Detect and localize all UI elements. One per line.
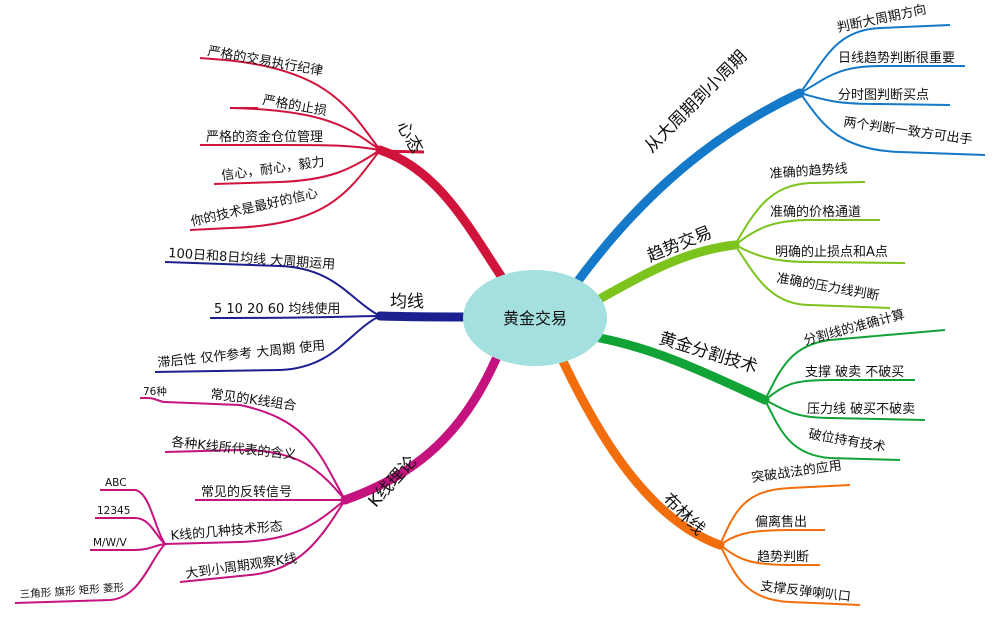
sub-leaf-label: M/W/V	[93, 537, 128, 549]
leaf-label: 准确的压力线判断	[775, 270, 880, 304]
center-bubble	[463, 270, 607, 366]
leaf-label: 滞后性 仅作参考 大周期 使用	[157, 337, 326, 371]
leaf-label: 你的技术是最好的信心	[189, 185, 319, 230]
leaf-label: 准确的趋势线	[769, 161, 848, 182]
leaf-label: 各种K线所代表的含义	[171, 434, 298, 463]
leaf-label: 支撑反弹喇叭口	[760, 579, 852, 605]
leaf-label: 两个判断一致方可出手	[842, 114, 973, 148]
branch-connector	[375, 311, 473, 322]
branch-xintai: 心态 严格的交易执行纪律 严格的止损 严格的资金仓位管理 信心，耐心，毅力 你的…	[189, 43, 510, 287]
center-label: 黄金交易	[503, 309, 567, 328]
leaf-label: 分割线的准确计算	[802, 306, 907, 348]
sub-leaf-label: ABC	[105, 477, 127, 489]
leaf-label: 判断大周期方向	[836, 1, 928, 36]
branch-label: 从大周期到小周期	[641, 47, 751, 157]
leaf-label: 大到小周期观察K线	[184, 551, 298, 582]
branch-dazhouqi: 从大周期到小周期 判断大周期方向 日线趋势判断很重要 分时图判断买点 两个判断一…	[570, 1, 986, 290]
sub-leaf-label: 12345	[97, 505, 130, 517]
sub-leaf-label: 三角形 旗形 矩形 菱形	[19, 581, 125, 601]
leaf-label: 准确的价格通道	[770, 204, 861, 220]
branch-underline	[377, 149, 425, 154]
branch-connector	[593, 240, 740, 305]
leaf-label: 明确的止损点和A点	[775, 244, 888, 260]
leaf-label: 严格的资金仓位管理	[206, 129, 323, 145]
leaf-lines	[719, 484, 861, 606]
leaf-lines	[154, 261, 381, 373]
leaf-label: 压力线 破买不破卖	[807, 402, 915, 417]
leaf-label: 日线趋势判断很重要	[838, 50, 955, 66]
sub-leaf-label: 76种	[143, 385, 167, 398]
leaf-label: 破位持有技术	[807, 427, 886, 455]
leaf-label: 常见的K线组合	[209, 386, 297, 414]
branch-kxian: K线理论 常见的K线组合 各种K线所代表的含义 常见的反转信号 K线的几种技术形…	[14, 345, 505, 604]
branch-fenge: 黄金分割技术 分割线的准确计算 支撑 破卖 不破买 压力线 破买不破卖 破位持有…	[595, 306, 946, 461]
leaf-label: 5 10 20 60 均线使用	[214, 301, 340, 317]
leaf-lines	[189, 57, 381, 231]
branch-connector	[570, 88, 805, 290]
leaf-lines	[764, 329, 946, 461]
leaf-label: 趋势判断	[757, 549, 809, 565]
branch-label: K线理论	[365, 452, 421, 512]
branch-label: 均线	[390, 292, 424, 312]
leaf-label: 突破战法的应用	[750, 457, 842, 486]
leaf-lines	[14, 397, 346, 604]
leaf-label: 严格的交易执行纪律	[206, 43, 324, 79]
branch-connector	[555, 350, 725, 550]
leaf-label: 严格的止损	[261, 92, 328, 119]
branch-connector	[340, 345, 505, 505]
leaf-label: 偏离售出	[755, 514, 807, 530]
center-node[interactable]: 黄金交易	[463, 270, 607, 366]
branch-bulin: 布林线 突破战法的应用 偏离售出 趋势判断 支撑反弹喇叭口	[555, 350, 861, 606]
branch-connector	[595, 333, 770, 405]
leaf-label: 100日和8日均线 大周期运用	[168, 246, 336, 273]
leaf-lines	[734, 181, 906, 309]
leaf-label: 分时图判断买点	[838, 88, 929, 103]
branch-junxian: 均线 100日和8日均线 大周期运用 5 10 20 60 均线使用 滞后性 仅…	[154, 246, 473, 373]
branch-qushi: 趋势交易 准确的趋势线 准确的价格通道 明确的止损点和A点 准确的压力线判断	[593, 161, 906, 309]
leaf-label: 常见的反转信号	[201, 484, 292, 500]
leaf-label: 支撑 破卖 不破买	[805, 365, 904, 380]
leaf-lines	[799, 24, 986, 156]
branch-connector	[375, 145, 510, 287]
